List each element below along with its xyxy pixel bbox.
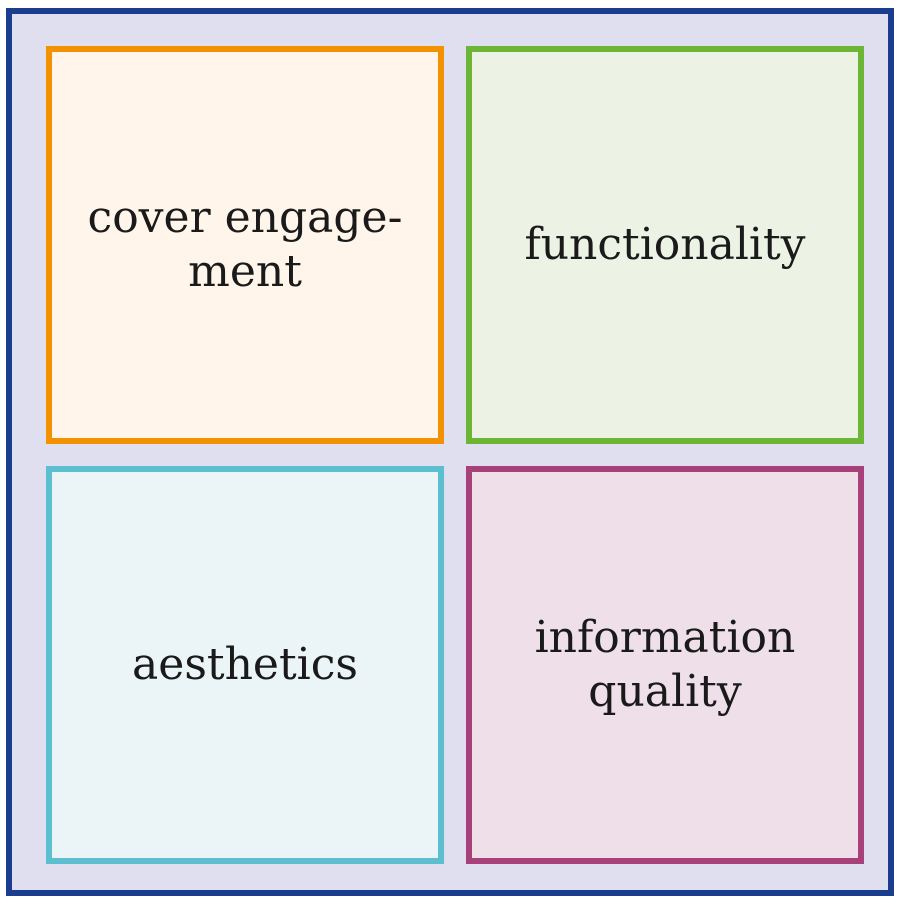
box-label: cover engage- ment <box>76 191 415 299</box>
box-label-line-2: ment <box>188 246 302 297</box>
box-label: functionality <box>512 218 817 272</box>
box-label-line-2: quality <box>588 666 742 717</box>
box-label-line-1: aesthetics <box>132 639 358 690</box>
box-cover-engagement: cover engage- ment <box>46 46 444 444</box>
diagram-frame: cover engage- ment functionality aesthet… <box>6 8 894 896</box>
box-functionality: functionality <box>466 46 864 444</box>
box-label-line-1: information <box>534 612 796 663</box>
box-label-line-1: functionality <box>524 219 806 270</box>
box-information-quality: information quality <box>466 466 864 864</box>
box-label-line-1: cover engage- <box>87 192 403 243</box>
box-label: aesthetics <box>120 638 370 692</box>
box-label: information quality <box>523 611 808 719</box>
box-aesthetics: aesthetics <box>46 466 444 864</box>
